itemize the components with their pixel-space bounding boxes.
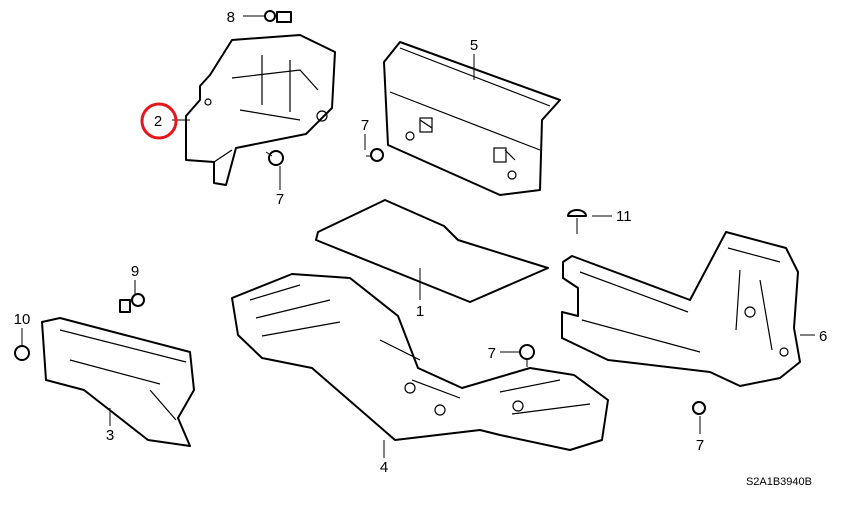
clip-7-left xyxy=(265,150,284,166)
callout-7-center-upper: 7 xyxy=(361,117,369,134)
callout-5: 5 xyxy=(470,37,478,54)
callout-7-left: 7 xyxy=(276,191,284,208)
callout-3: 3 xyxy=(106,427,114,444)
callout-7-center-lower: 7 xyxy=(488,345,496,362)
highlight-circle xyxy=(140,102,178,140)
callout-9: 9 xyxy=(131,263,139,280)
callout-10: 10 xyxy=(14,311,31,328)
callout-6: 6 xyxy=(819,328,827,345)
clip-9 xyxy=(119,293,145,313)
part-6-right-side-lining xyxy=(561,231,801,387)
part-3-lower-side-lining xyxy=(41,317,195,447)
clip-10 xyxy=(14,345,30,361)
part-1-floor-board xyxy=(315,199,549,303)
clip-7-center-upper xyxy=(366,148,384,162)
callout-1: 1 xyxy=(416,303,424,320)
clip-8 xyxy=(264,10,292,23)
callout-8: 8 xyxy=(227,9,235,26)
part-4-floor-tray xyxy=(231,273,609,451)
part-2-side-lining xyxy=(185,34,336,186)
clip-7-center-lower xyxy=(519,344,535,367)
callout-11: 11 xyxy=(616,208,632,225)
part-5-rear-lining xyxy=(383,41,561,196)
clip-7-right xyxy=(692,401,706,415)
callout-4: 4 xyxy=(380,459,388,476)
callout-7-right: 7 xyxy=(696,437,704,454)
clip-11 xyxy=(567,209,587,234)
diagram-code: S2A1B3940B xyxy=(746,476,812,488)
callout-2: 2 xyxy=(154,113,162,130)
